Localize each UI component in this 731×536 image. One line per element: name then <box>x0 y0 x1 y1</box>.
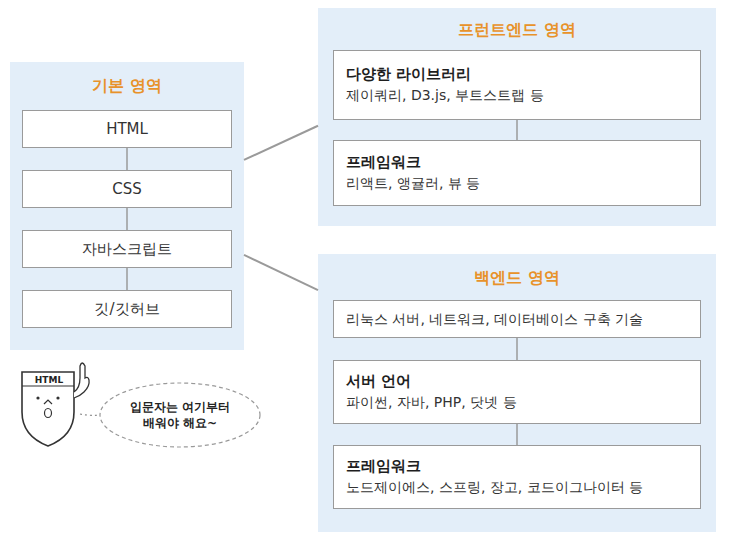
tech-box: 깃/깃허브 <box>22 290 232 328</box>
box-heading: 서버 언어 <box>346 371 688 392</box>
box-text: 자바스크립트 <box>82 239 172 260</box>
tech-box: 프레임워크노드제이에스, 스프링, 장고, 코드이그나이터 등 <box>333 445 701 509</box>
area-panel: 기본 영역 HTML CSS 자바스크립트깃/깃허브 <box>10 62 244 350</box>
box-text: 제이쿼리, D3.js, 부트스트랩 등 <box>346 85 688 106</box>
area-panel: 백엔드 영역리눅스 서버, 네트워크, 데이터베이스 구축 기술서버 언어파이썬… <box>318 254 716 532</box>
speech-text: 입문자는 여기부터 배워야 해요~ <box>130 400 230 430</box>
box-heading: 프레임워크 <box>346 456 688 477</box>
box-text: 깃/깃허브 <box>94 299 159 320</box>
box-text: CSS <box>112 179 142 200</box>
area-title: 백엔드 영역 <box>318 268 716 288</box>
connector-line <box>516 424 518 445</box>
tech-box: 서버 언어파이썬, 자바, PHP, 닷넷 등 <box>333 360 701 424</box>
connector-line <box>244 126 318 160</box>
tech-box: 다양한 라이브러리제이쿼리, D3.js, 부트스트랩 등 <box>333 50 701 120</box>
box-text: 파이썬, 자바, PHP, 닷넷 등 <box>346 392 688 413</box>
connector-line <box>126 268 128 290</box>
box-text: HTML <box>106 119 148 140</box>
connector-line <box>516 338 518 360</box>
area-title: 프런트엔드 영역 <box>318 20 716 40</box>
box-text: 리액트, 앵귤러, 뷰 등 <box>346 173 688 194</box>
box-heading: 프레임워크 <box>346 152 688 173</box>
mascot-label: HTML <box>25 374 73 386</box>
connector-line <box>126 208 128 230</box>
connector-line <box>244 255 318 290</box>
connector-line <box>126 148 128 170</box>
speech-text: 입문자는 여기부터 배워야 해요~ <box>122 399 238 431</box>
tech-box: HTML <box>22 110 232 148</box>
mascot-label: HTML <box>35 375 63 385</box>
box-heading: 다양한 라이브러리 <box>346 64 688 85</box>
connector-line <box>516 120 518 140</box>
tech-box: CSS <box>22 170 232 208</box>
area-title: 기본 영역 <box>10 76 244 96</box>
tech-box: 자바스크립트 <box>22 230 232 268</box>
box-text: 노드제이에스, 스프링, 장고, 코드이그나이터 등 <box>346 477 688 498</box>
tech-box: 리눅스 서버, 네트워크, 데이터베이스 구축 기술 <box>333 300 701 338</box>
tech-box: 프레임워크리액트, 앵귤러, 뷰 등 <box>333 140 701 206</box>
area-panel: 프런트엔드 영역다양한 라이브러리제이쿼리, D3.js, 부트스트랩 등프레임… <box>318 8 716 226</box>
box-text: 리눅스 서버, 네트워크, 데이터베이스 구축 기술 <box>346 309 688 330</box>
